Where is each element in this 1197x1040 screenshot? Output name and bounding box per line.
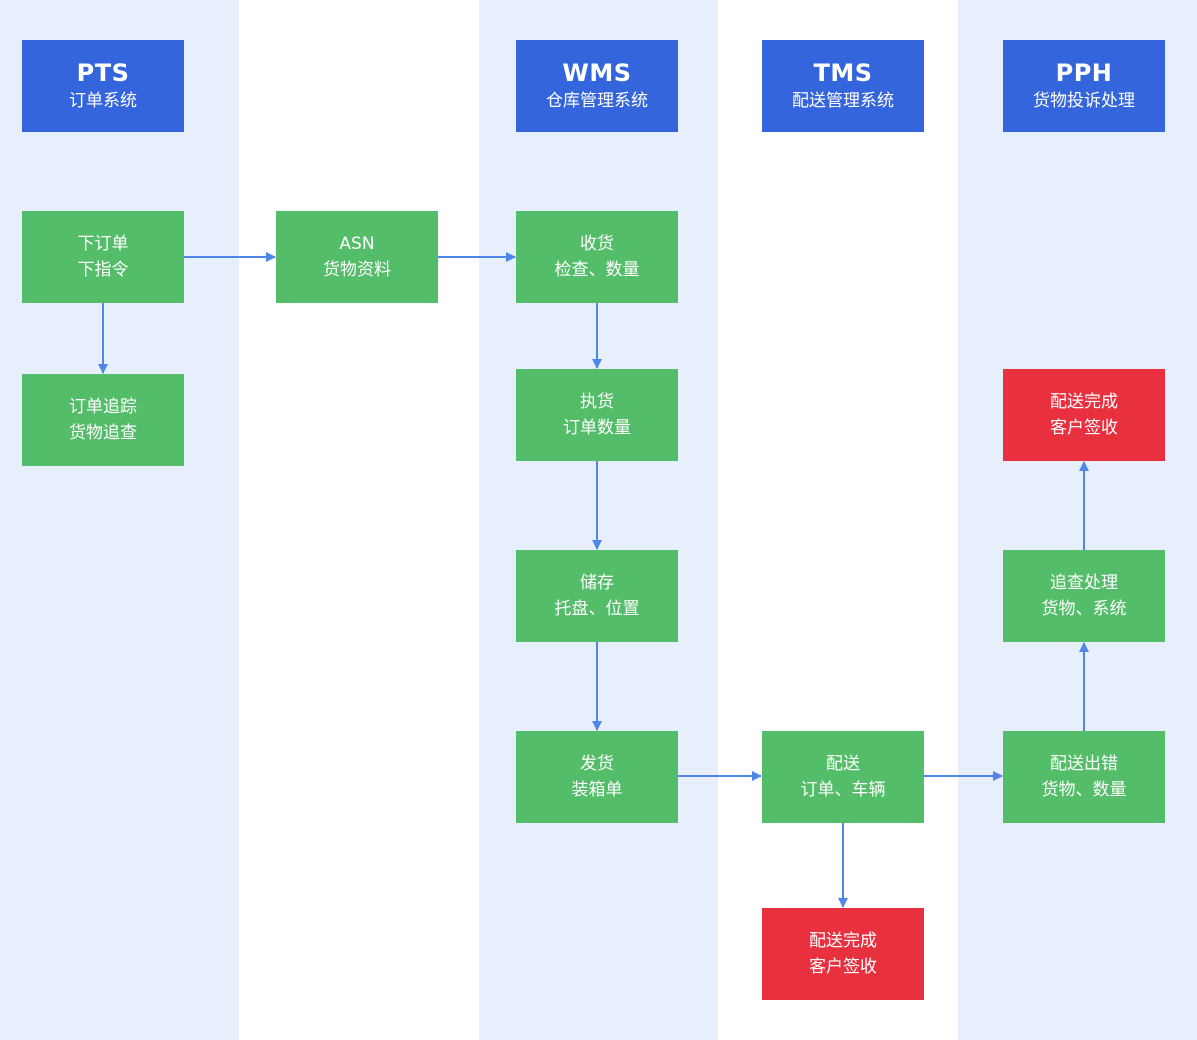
node-picking: 执货 订单数量 — [516, 369, 678, 461]
lane-header-title: PPH — [1055, 59, 1113, 87]
node-line-2: 装箱单 — [571, 780, 623, 800]
node-line-2: 货物、系统 — [1041, 599, 1127, 619]
node-line-2: 检查、数量 — [554, 260, 640, 280]
node-line-1: 订单追踪 — [69, 397, 137, 417]
node-asn: ASN 货物资料 — [276, 211, 438, 303]
node-delivery-error: 配送出错 货物、数量 — [1003, 731, 1165, 823]
lane-pts-background — [0, 0, 239, 1040]
lane-header-subtitle: 配送管理系统 — [792, 91, 894, 111]
lane-header-pph: PPH 货物投诉处理 — [1003, 40, 1165, 132]
node-place-order: 下订单 下指令 — [22, 211, 184, 303]
node-line-2: 托盘、位置 — [554, 599, 640, 619]
node-line-2: 货物、数量 — [1041, 780, 1127, 800]
node-line-1: 追查处理 — [1050, 573, 1118, 593]
node-line-2: 客户签收 — [1050, 418, 1118, 438]
node-line-1: 配送出错 — [1050, 754, 1118, 774]
lane-header-pts: PTS 订单系统 — [22, 40, 184, 132]
node-storage: 储存 托盘、位置 — [516, 550, 678, 642]
node-delivery-complete-pph: 配送完成 客户签收 — [1003, 369, 1165, 461]
node-order-tracking: 订单追踪 货物追查 — [22, 374, 184, 466]
lane-header-subtitle: 仓库管理系统 — [546, 91, 648, 111]
node-line-1: 发货 — [580, 754, 614, 774]
node-receiving: 收货 检查、数量 — [516, 211, 678, 303]
node-delivery-complete-tms: 配送完成 客户签收 — [762, 908, 924, 1000]
lane-header-tms: TMS 配送管理系统 — [762, 40, 924, 132]
lane-header-wms: WMS 仓库管理系统 — [516, 40, 678, 132]
node-line-2: 订单数量 — [563, 418, 631, 438]
node-line-2: 货物资料 — [323, 260, 391, 280]
node-line-2: 货物追查 — [69, 423, 137, 443]
lane-header-subtitle: 货物投诉处理 — [1033, 91, 1135, 111]
node-line-1: 执货 — [580, 392, 614, 412]
node-investigation: 追查处理 货物、系统 — [1003, 550, 1165, 642]
node-line-1: ASN — [339, 234, 375, 254]
lane-header-title: TMS — [813, 59, 873, 87]
lane-header-subtitle: 订单系统 — [69, 91, 137, 111]
node-line-2: 订单、车辆 — [800, 780, 886, 800]
node-line-1: 配送完成 — [1050, 392, 1118, 412]
node-line-1: 收货 — [580, 234, 614, 254]
lane-wms-background — [479, 0, 718, 1040]
lane-pph-background — [958, 0, 1197, 1040]
node-line-2: 下指令 — [77, 260, 129, 280]
node-line-2: 客户签收 — [809, 957, 877, 977]
node-line-1: 下订单 — [77, 234, 129, 254]
node-shipping: 发货 装箱单 — [516, 731, 678, 823]
node-delivery: 配送 订单、车辆 — [762, 731, 924, 823]
node-line-1: 储存 — [580, 573, 614, 593]
node-line-1: 配送完成 — [809, 931, 877, 951]
node-line-1: 配送 — [826, 754, 860, 774]
lane-header-title: WMS — [562, 59, 632, 87]
lane-header-title: PTS — [76, 59, 130, 87]
